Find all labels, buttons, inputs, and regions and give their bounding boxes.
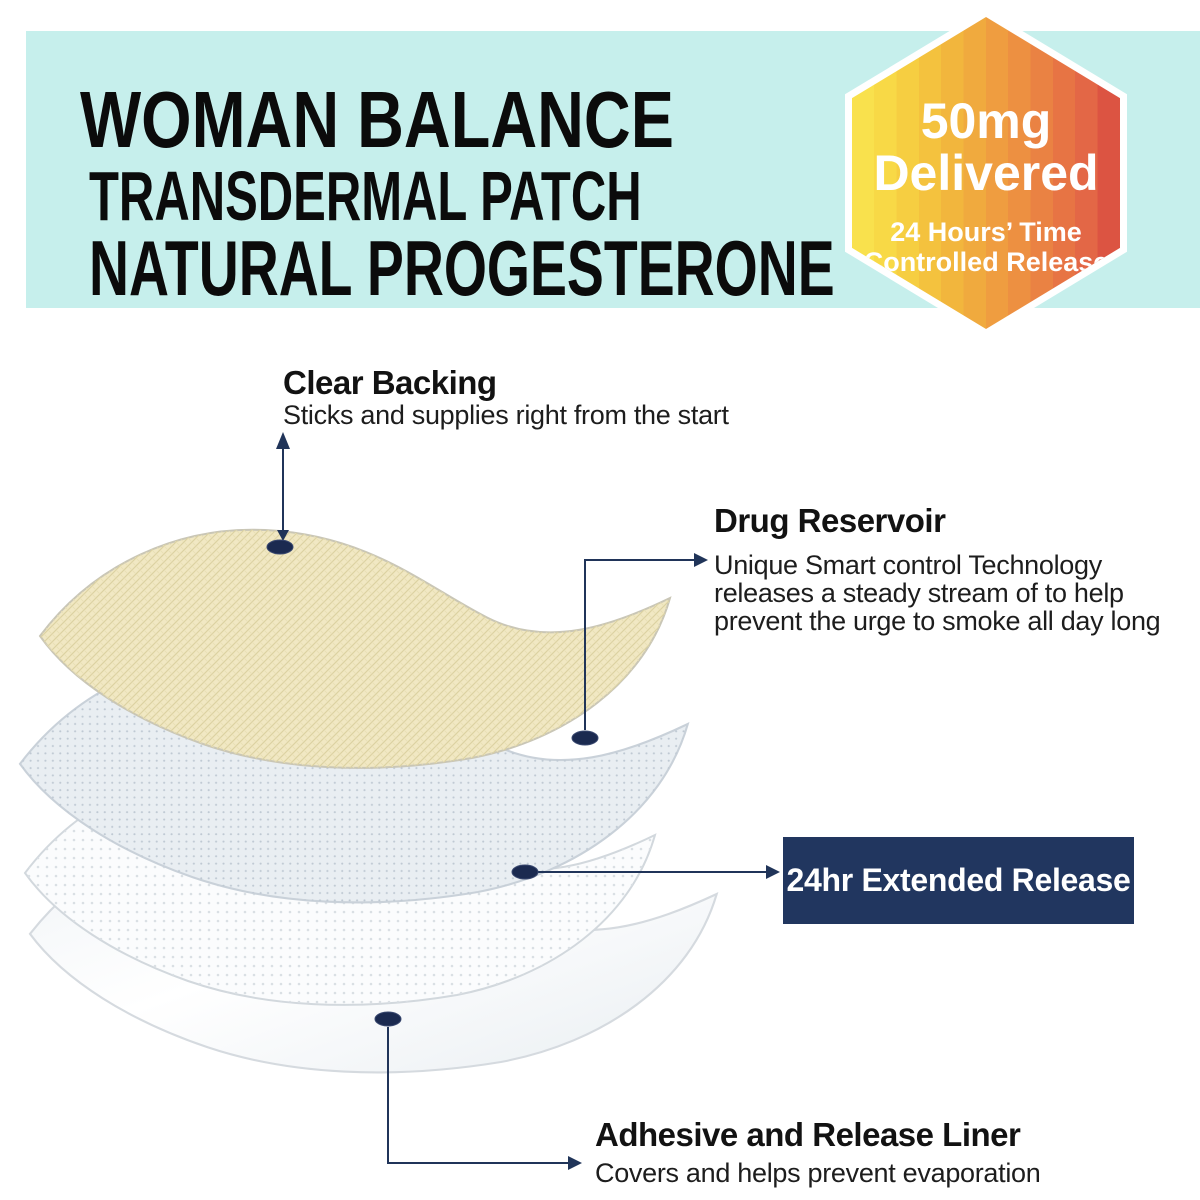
callout-drug-reservoir: Drug Reservoir Unique Smart control Tech… <box>714 502 1161 636</box>
drug-desc-line2: releases a steady stream of to help <box>714 578 1124 608</box>
drug-desc-line1: Unique Smart control Technology <box>714 550 1102 580</box>
anchor-dot-adhesive-liner <box>374 1011 402 1027</box>
arrowhead-clear-backing-down <box>277 530 289 541</box>
callout-drug-reservoir-desc: Unique Smart control Technology releases… <box>714 550 1161 636</box>
callout-adhesive-liner-title: Adhesive and Release Liner <box>595 1116 1021 1153</box>
callout-drug-reservoir-title: Drug Reservoir <box>714 502 946 539</box>
dose-delivered-label: Delivered <box>873 145 1099 201</box>
extended-release-box: 24hr Extended Release <box>783 837 1134 924</box>
callout-adhesive-liner-desc: Covers and helps prevent evaporation <box>595 1158 1041 1188</box>
arrowhead-adhesive-liner-right <box>568 1156 582 1170</box>
connector-drug-reservoir <box>584 559 700 730</box>
callout-clear-backing-title: Clear Backing <box>283 364 497 401</box>
callout-adhesive-liner: Adhesive and Release Liner Covers and he… <box>595 1116 1041 1189</box>
arrowhead-clear-backing-up <box>276 432 290 449</box>
arrowhead-drug-reservoir-right <box>694 553 708 567</box>
extended-release-label: 24hr Extended Release <box>786 862 1131 898</box>
callout-clear-backing: Clear Backing Sticks and supplies right … <box>283 364 729 431</box>
connector-adhesive-liner <box>387 1027 570 1164</box>
drug-desc-line3: prevent the urge to smoke all day long <box>714 606 1161 636</box>
product-title-line3: NATURAL PROGESTERONE <box>89 224 835 312</box>
dose-note-line1: 24 Hours’ Time <box>890 217 1082 247</box>
anchor-dot-clear-backing <box>266 539 294 555</box>
dose-badge-gradient: 50mg Delivered 24 Hours’ Time Controlled… <box>852 17 1120 329</box>
product-title-line1: WOMAN BALANCE <box>80 75 674 164</box>
anchor-dot-drug-reservoir <box>571 730 599 746</box>
dose-note-line2: Controlled Release <box>863 247 1109 277</box>
product-title-line2: TRANSDERMAL PATCH <box>89 157 642 235</box>
arrowhead-extended-release-right <box>766 865 780 879</box>
anchor-dot-extended-release <box>511 864 539 880</box>
dose-amount: 50mg <box>920 93 1052 149</box>
callout-clear-backing-desc: Sticks and supplies right from the start <box>283 400 729 430</box>
